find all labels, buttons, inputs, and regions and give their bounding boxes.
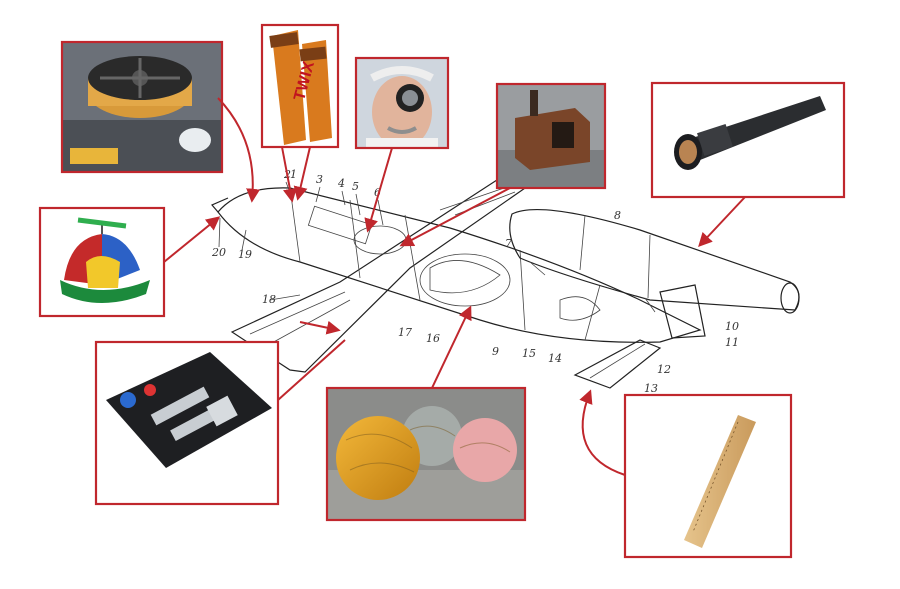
- part-label-19: 19: [238, 248, 252, 261]
- construction-kit-frame: [94, 340, 280, 506]
- arrow-candy-bar-2: [293, 146, 311, 201]
- part-label-20: 20: [211, 246, 226, 259]
- part-label-7: 7: [505, 237, 512, 250]
- propeller-hat-photo: [38, 206, 166, 318]
- part-label-6: 6: [374, 186, 381, 199]
- part-label-12: 12: [657, 363, 671, 376]
- tail-fin: [659, 284, 706, 339]
- arrow-construction-kit-2: [299, 320, 341, 335]
- arrow-doctor-mirror: [364, 147, 393, 233]
- part-label-4: 4: [337, 177, 345, 190]
- doctor-mirror-photo: [354, 56, 450, 150]
- construction-kit-photo: [94, 340, 280, 506]
- part-label-9: 9: [492, 345, 499, 358]
- stove-frame: [495, 82, 607, 190]
- part-label-14: 14: [548, 352, 562, 365]
- connector-arrows: [163, 97, 746, 476]
- part-label-13: 13: [644, 382, 658, 395]
- yarn-balls-frame: [325, 386, 527, 522]
- part-label-1: 1: [290, 168, 297, 181]
- part-label-10: 10: [725, 320, 739, 333]
- candy-bar-frame: [260, 23, 340, 149]
- telescope-frame: [650, 81, 846, 199]
- arrow-ruler: [579, 389, 626, 476]
- part-label-15: 15: [522, 347, 536, 360]
- arrow-stove: [399, 187, 511, 247]
- stove-photo: [495, 82, 607, 190]
- ruler-frame: [623, 393, 793, 559]
- arrow-candy-bar-1: [281, 146, 297, 203]
- technical-drawing: [211, 177, 800, 389]
- air-filter-frame: [60, 40, 224, 174]
- fuselage: [217, 187, 702, 343]
- arrow-air-filter: [217, 97, 261, 203]
- arrow-propeller-hat: [163, 216, 221, 263]
- pulse-jet-engine: [509, 208, 800, 311]
- arrow-yarn-balls: [431, 305, 472, 389]
- arrow-construction-kit: [277, 339, 346, 401]
- yarn-balls-photo: [325, 386, 527, 522]
- part-label-3: 3: [316, 173, 323, 186]
- part-label-8: 8: [614, 209, 621, 222]
- ruler-photo: [623, 393, 793, 559]
- horizontal-stabilizer: [573, 339, 662, 389]
- part-label-18: 18: [262, 293, 276, 306]
- air-filter-photo: [60, 40, 224, 174]
- main-wing: [230, 177, 530, 373]
- part-label-16: 16: [426, 332, 440, 345]
- part-label-17: 17: [398, 326, 412, 339]
- part-label-11: 11: [725, 336, 739, 349]
- arrow-telescope: [698, 196, 746, 248]
- part-number-labels: 1 2 3 4 5 6 7 8 9 10 11 12 13 14 15 16 1…: [211, 168, 739, 395]
- part-label-5: 5: [352, 180, 359, 193]
- candy-bar-photo: TWIX: [260, 23, 340, 149]
- telescope-photo: [650, 81, 846, 199]
- doctor-mirror-frame: [354, 56, 450, 150]
